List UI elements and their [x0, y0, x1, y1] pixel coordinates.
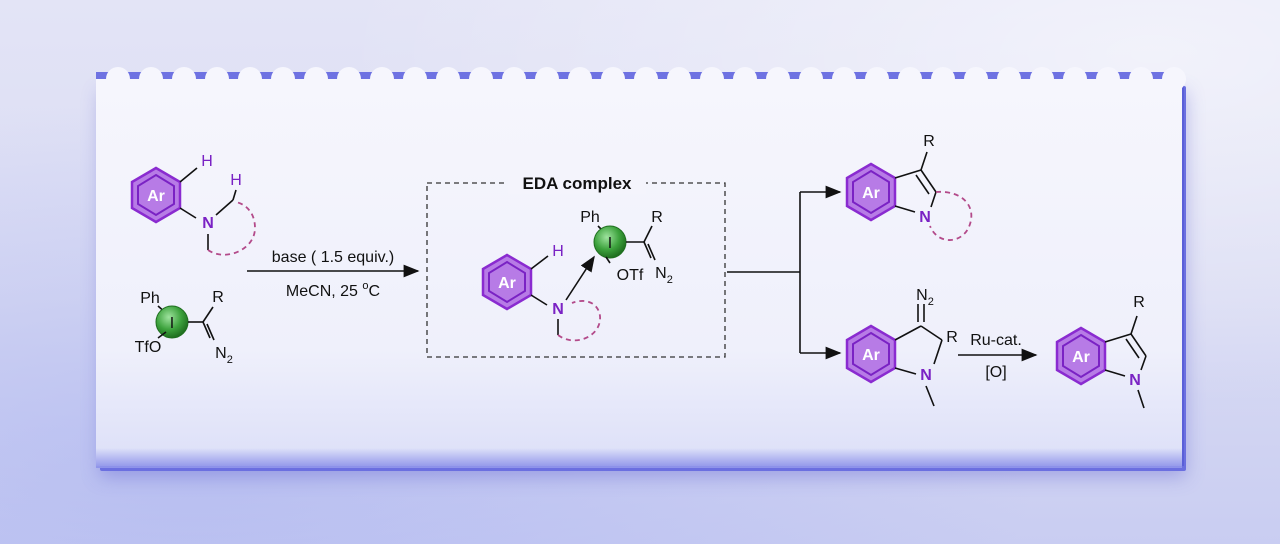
scheme-card — [96, 78, 1184, 466]
scallop-notch — [865, 67, 889, 91]
r-label: R — [212, 289, 224, 306]
scallop-notch — [964, 67, 988, 91]
conditions-bottom: MeCN, 25 oC — [286, 280, 380, 300]
ar-label: Ar — [862, 185, 880, 202]
iodonium-reagent: Ph I R N2 TfO — [135, 289, 233, 366]
scallop-notch — [766, 67, 790, 91]
scallop-notch — [436, 67, 460, 91]
n-label: N — [1129, 372, 1141, 389]
start-amine: Ar H N H — [130, 153, 256, 256]
scallop-notch — [931, 67, 955, 91]
scallop-notch — [139, 67, 163, 91]
ph-label: Ph — [140, 290, 160, 307]
scallop-notch — [733, 67, 757, 91]
scallop-notch — [106, 67, 130, 91]
eda-title: EDA complex — [523, 174, 633, 193]
dashed-ring — [929, 191, 973, 241]
product-indole-final: Ar R N — [1055, 294, 1147, 409]
eda-complex-box: EDA complex Ar H N Ph I R N2 OTf — [426, 172, 726, 358]
scallop-notch — [172, 67, 196, 91]
scallop-notch — [832, 67, 856, 91]
ru-cat-label: Ru-cat. — [970, 332, 1022, 349]
h-label: H — [201, 153, 213, 170]
n2-label: N2 — [655, 265, 673, 286]
reaction-arrow-1: base ( 1.5 equiv.) MeCN, 25 oC — [247, 249, 420, 300]
dashed-ring — [557, 300, 601, 342]
scallop-notch — [403, 67, 427, 91]
scallop-notch — [898, 67, 922, 91]
scallop-notch — [1063, 67, 1087, 91]
r-label: R — [651, 209, 663, 226]
otf-label: OTf — [617, 267, 644, 284]
ar-label: Ar — [862, 347, 880, 364]
card-bottom-fade — [96, 448, 1182, 468]
n-label: N — [920, 367, 932, 384]
scallop-notch — [667, 67, 691, 91]
ph-label: Ph — [580, 209, 600, 226]
n2-label: N2 — [215, 345, 233, 366]
charge-transfer-arrow — [565, 255, 595, 301]
h-label-2: H — [230, 172, 242, 189]
scallop-notch — [700, 67, 724, 91]
ar-label: Ar — [498, 275, 516, 292]
n-label: N — [202, 215, 214, 232]
scallop-notch — [601, 67, 625, 91]
conditions-top: base ( 1.5 equiv.) — [272, 249, 394, 266]
scallop-notch — [1162, 67, 1186, 91]
tfo-label: TfO — [135, 339, 162, 356]
dashed-ring — [207, 201, 256, 256]
n-label: N — [919, 209, 931, 226]
h-label: H — [552, 243, 564, 260]
scallop-notch — [370, 67, 394, 91]
reaction-arrow-2: Ru-cat. [O] — [958, 332, 1038, 381]
scallop-notch — [205, 67, 229, 91]
scallop-notch — [337, 67, 361, 91]
scallop-notch — [634, 67, 658, 91]
r-label: R — [946, 329, 958, 346]
scallop-notch — [304, 67, 328, 91]
scallop-notch — [271, 67, 295, 91]
i-label: I — [170, 315, 174, 332]
product-diazo-bottom: Ar N2 R N — [845, 287, 958, 407]
scallop-notch — [1096, 67, 1120, 91]
branch-arrows — [727, 185, 842, 360]
i-label: I — [608, 235, 612, 252]
scallop-notch — [469, 67, 493, 91]
r-label: R — [1133, 294, 1145, 311]
scallop-notch — [238, 67, 262, 91]
scallop-notch — [568, 67, 592, 91]
scallop-notch — [535, 67, 559, 91]
scallop-notch — [997, 67, 1021, 91]
r-label: R — [923, 133, 935, 150]
oxidant-label: [O] — [985, 364, 1006, 381]
scallop-notch — [1129, 67, 1153, 91]
n2-label: N2 — [916, 287, 934, 308]
scallop-notch — [1030, 67, 1054, 91]
scallop-notch — [799, 67, 823, 91]
ar-label: Ar — [147, 188, 165, 205]
product-indole-top: Ar R N — [845, 133, 973, 241]
scallop-notch — [502, 67, 526, 91]
ar-label: Ar — [1072, 349, 1090, 366]
n-label: N — [552, 301, 564, 318]
